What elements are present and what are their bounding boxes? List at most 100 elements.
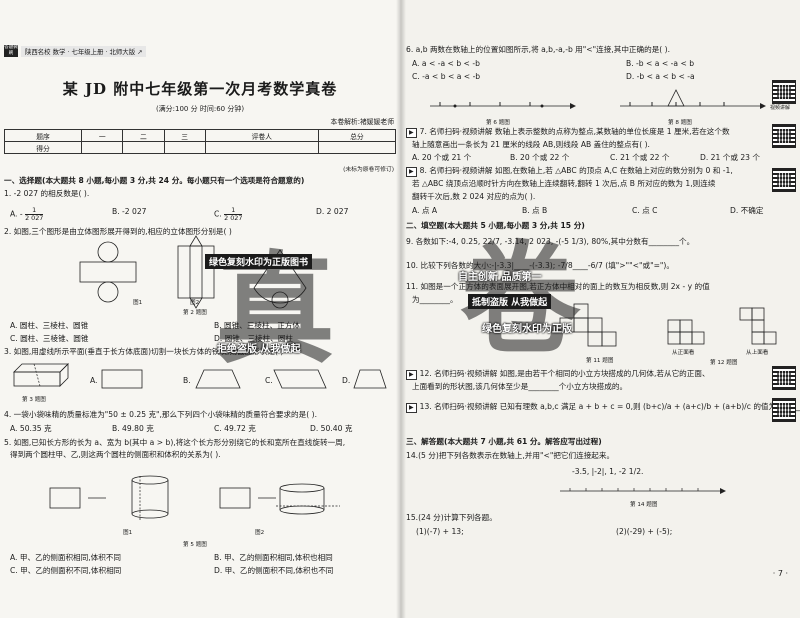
q2-option-a: A. 圆柱、三棱柱、圆锥 — [10, 321, 89, 330]
q8-stem-line2: 若 △ABC 绕顶点沿顺时针方向在数轴上连续翻转,翻转 1 次后,点 B 所对应… — [412, 179, 716, 188]
q7-option-a: A. 20 个或 21 个 — [412, 153, 472, 162]
score-header-cell: 题序 — [3, 129, 83, 142]
q8-option-c: C. 点 C — [632, 206, 658, 215]
q2-option-d: D. 圆锥、三棱柱、圆柱 — [214, 334, 294, 343]
q8-option-b: B. 点 B — [522, 206, 548, 215]
score-header-cell: 总分 — [317, 129, 397, 142]
qr-code-icon[interactable] — [772, 168, 796, 192]
q14-stem: 14.(5 分)把下列各数表示在数轴上,并用"<"把它们连接起来。 — [406, 451, 615, 460]
q6-option-d: D. -b < a < b < -a — [626, 72, 695, 81]
q6-option-c: C. -a < b < a < -b — [412, 72, 481, 81]
q3-option-a: A. — [90, 376, 98, 385]
q12-front-view-label: 从正面看 — [672, 350, 695, 356]
score-header-cell: 评卷人 — [204, 129, 319, 142]
q1-option-d: D. 2 027 — [316, 207, 349, 216]
watermark-text: 抵制盗版 从我做起 — [468, 294, 552, 309]
q7-option-c: C. 21 个或 22 个 — [610, 153, 670, 162]
qr-code-icon[interactable] — [772, 80, 796, 104]
q8-stem-line1: ▶8. 名师扫码·视频讲解 如图,在数轴上,若 △ABC 的顶点 A,C 在数轴… — [406, 166, 733, 177]
q8-stem-line3: 翻转千次后,数 2 024 对应的点为( ). — [412, 192, 536, 201]
q7-stem-line1: ▶7. 名师扫码·视频讲解 数轴上表示整数的点称为整点,某数轴的单位长度是 1 … — [406, 127, 730, 138]
q5-option-a: A. 甲、乙的侧面积相同,体积不同 — [10, 553, 122, 562]
video-tag[interactable]: ▶ — [406, 403, 417, 413]
qr-code-icon[interactable] — [772, 124, 796, 148]
q3-figure-caption: 第 3 题图 — [22, 397, 46, 403]
q1-option-b: B. -2 027 — [112, 207, 147, 216]
q11-stem-line1: 11. 如图是一个正方体的表面展开图,若正方体中相对的面上的数互为相反数,则 2… — [406, 282, 710, 291]
q13-stem: ▶13. 名师扫码·视频讲解 已知有理数 a,b,c 满足 a + b + c … — [406, 402, 800, 413]
q15-part-2: (2)(-29) + (-5); — [616, 527, 673, 536]
q14-figure-caption: 第 14 题图 — [630, 502, 658, 508]
score-table-row: 得分 — [3, 141, 397, 154]
video-tag[interactable]: ▶ — [406, 128, 417, 138]
q5-stem-line2: 得到两个圆柱甲、乙,则这两个圆柱的侧面积和体积的关系为( ). — [10, 450, 221, 459]
q2-option-c: C. 圆柱、三棱锥、圆锥 — [10, 334, 89, 343]
q5-figure-caption: 第 5 题图 — [183, 542, 207, 548]
video-tag[interactable]: ▶ — [406, 370, 417, 380]
series-strip: 陕西名校 数学 · 七年级上册 · 北师大版 ↗ — [21, 45, 147, 57]
exam-title: 某 JD 附中七年级第一次月考数学真卷 — [62, 80, 338, 98]
page-fold — [396, 0, 406, 618]
video-tag[interactable]: ▶ — [406, 167, 417, 177]
q4-option-c: C. 49.72 克 — [214, 424, 256, 433]
q9-stem: 9. 各数如下:-4, 0.25, 22/7, -3.14, 2 023, -(… — [406, 237, 695, 246]
q1-stem: 1. -2 027 的相反数是( ). — [4, 189, 90, 198]
q4-option-b: B. 49.80 克 — [112, 424, 154, 433]
left-page: 答题微刷 陕西名校 数学 · 七年级上册 · 北师大版 ↗ 某 JD 附中七年级… — [3, 45, 397, 575]
section-3-heading: 三、解答题(本大题共 7 小题,共 61 分。解答应写出过程) — [406, 437, 602, 446]
q11-figure-caption: 第 11 题图 — [586, 358, 614, 364]
score-row-label: 得分 — [3, 141, 83, 154]
q5-stem-line1: 5. 如图,已知长方形的长为 a、宽为 b(其中 a > b),将这个长方形分别… — [4, 438, 346, 447]
q12-stem-line1: ▶12. 名师扫码·视频讲解 如图,是由若干个相同的小立方块搭成的几何体,若从它… — [406, 369, 710, 380]
q6-figure-caption: 第 6 题图 — [486, 120, 510, 126]
q5-rotation-figure — [49, 475, 340, 520]
score-header-cell: 一 — [81, 129, 124, 142]
q6-stem: 6. a,b 两数在数轴上的位置如图所示,将 a,b,-a,-b 用"<"连接,… — [406, 45, 671, 54]
q11-q12-figures — [559, 303, 777, 347]
page-number: · 7 · — [772, 569, 788, 578]
q5-option-c: C. 甲、乙的侧面积不同,体积相同 — [10, 566, 122, 575]
q10-stem: 10. 比较下列各数的大小:-|-3.3|____-(-3.3); -7/8__… — [406, 261, 674, 270]
exam-subtitle: (满分:100 分 时间:60 分钟) — [155, 105, 245, 113]
q5-fig2-caption: 图2 — [255, 530, 265, 536]
q7-option-d: D. 21 个或 23 个 — [700, 153, 761, 162]
q14-number-line[interactable] — [560, 483, 730, 501]
q2-fig2-caption: 图2 — [190, 300, 200, 306]
q2-stem: 2. 如图,三个图形是由立体图形展开得到的,相应的立体图形分别是( ) — [4, 227, 232, 236]
watermark-glyph-left: 真 — [215, 239, 335, 380]
q2-fig1-caption: 图1 — [133, 300, 143, 306]
q4-option-d: D. 50.40 克 — [310, 424, 353, 433]
q6-option-a: A. a < -a < b < -b — [412, 59, 480, 68]
qr-code-icon[interactable] — [772, 398, 796, 422]
analyst-line: 本卷解析:褚媛媛老师 — [330, 118, 394, 126]
revision-note: (未标为原卷可修订) — [343, 167, 394, 173]
score-header-cell: 二 — [122, 129, 165, 142]
q4-stem: 4. 一袋小袋味精的质量标准为"50 ± 0.25 克",那么下列四个小袋味精的… — [4, 410, 317, 419]
q14-numbers: -3.5, |-2|, 1, -2 1/2. — [572, 467, 644, 476]
q7-option-b: B. 20 个或 22 个 — [510, 153, 570, 162]
q8-option-a: A. 点 A — [412, 206, 438, 215]
q3-stem: 3. 如图,用虚线所示平面(垂直于长方体底面)切割一块长方体的铁块,则截面形状是… — [4, 347, 284, 356]
q8-figure-caption: 第 8 题图 — [668, 120, 692, 126]
q8-option-d: D. 不确定 — [730, 206, 764, 215]
score-table: 题序 一 二 三 评卷人 总分 得分 — [3, 129, 397, 154]
qr-code-icon[interactable] — [772, 366, 796, 390]
watermark-text: 拒绝盗版 从我做起 — [217, 344, 301, 355]
brand-logo: 答题微刷 — [4, 45, 18, 57]
q3-figure-options — [13, 363, 387, 389]
q12-top-view-label: 从上面看 — [746, 350, 769, 356]
q12-figure-caption: 第 12 题图 — [710, 360, 738, 366]
q3-option-b: B. — [183, 376, 191, 385]
q6-q8-numberline-figures — [430, 89, 766, 109]
q2-option-b: B. 圆锥、三棱柱、正方体 — [214, 321, 300, 330]
q12-stem-line2: 上面看到的形状图,该几何体至少是________个小立方块搭成的。 — [412, 382, 628, 391]
section-1-heading: 一、选择题(本大题共 8 小题,每小题 3 分,共 24 分。每小题只有一个选项… — [4, 176, 305, 185]
watermark-text: 绿色复刻水印为正版图书 — [205, 254, 313, 269]
watermark-text: 绿色复刻水印为正版 — [482, 324, 572, 335]
q15-stem: 15.(24 分)计算下列各题。 — [406, 513, 497, 522]
q11-stem-line2: 为________。 — [412, 295, 458, 304]
q7-stem-line2: 轴上随意画出一条长为 21 厘米的线段 AB,则线段 AB 盖住的整点有( ). — [412, 140, 650, 149]
